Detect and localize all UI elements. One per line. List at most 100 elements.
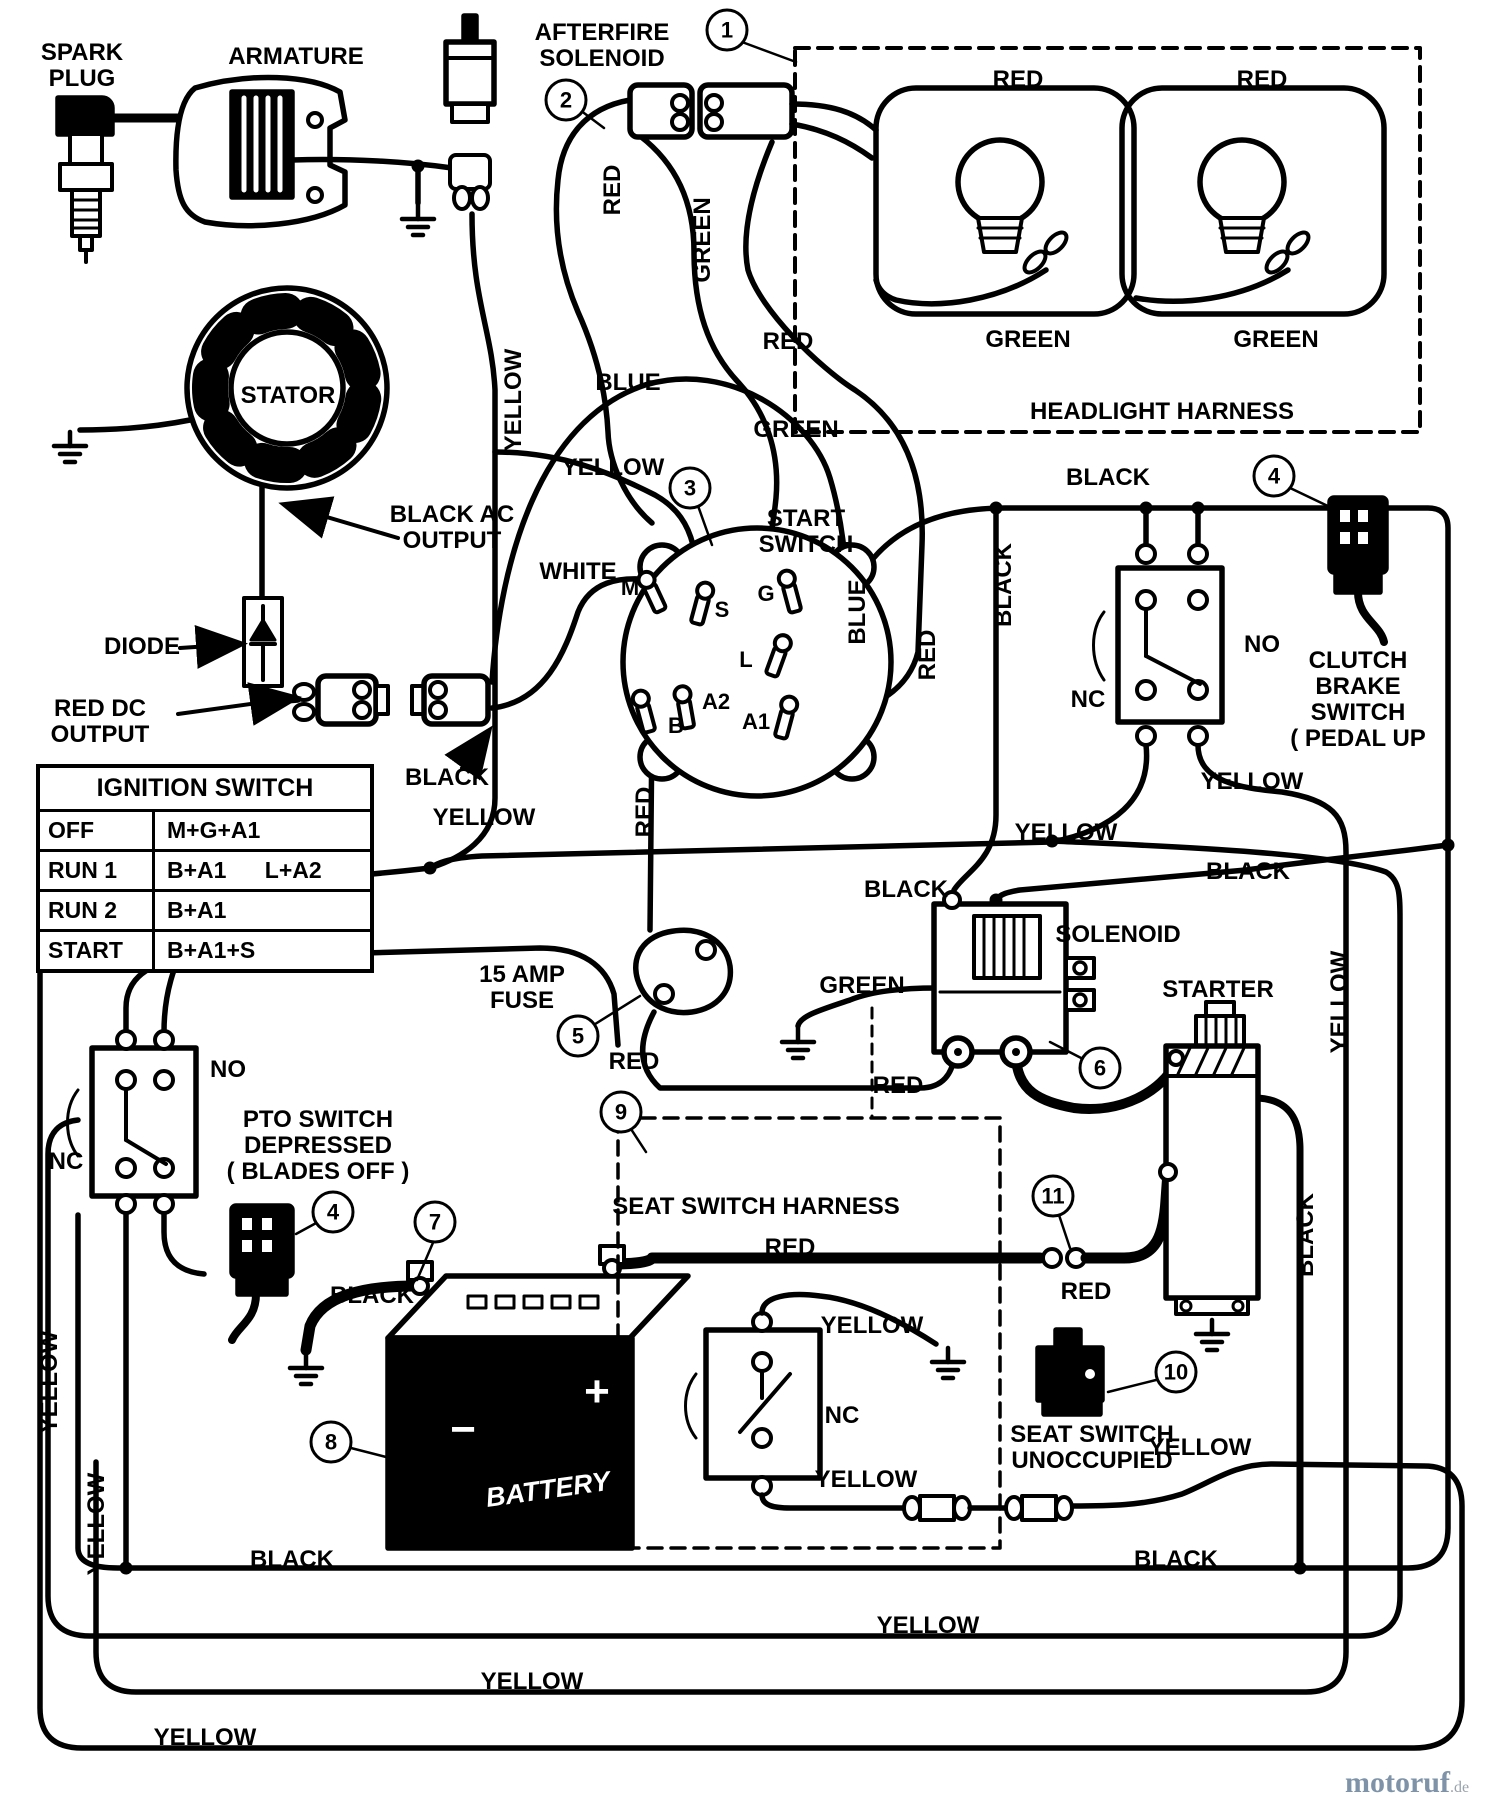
table-circuit-cell: B+A1 L+A2: [167, 857, 322, 883]
wire-label-red: RED: [631, 786, 659, 838]
wire-label-red: RED: [1060, 1278, 1112, 1306]
headlight-connector: [627, 82, 879, 161]
pto-black-wire: [123, 945, 621, 1048]
callout-4-bottom: 4: [311, 1190, 355, 1234]
clutch-brake-switch-label: CLUTCH BRAKE SWITCH ( PEDAL UP: [1290, 647, 1426, 752]
red-dc-arrow: [176, 682, 302, 726]
kill-wire: [289, 156, 455, 171]
terminal-A1: [773, 694, 800, 741]
seat-yellow-bottom: [759, 1492, 907, 1511]
pto-bottom-wire-b: [161, 1209, 207, 1277]
wire-label-red: RED: [1236, 66, 1288, 94]
wire-label-yellow: YELLOW: [432, 804, 536, 832]
wire-label-red: RED: [764, 1234, 816, 1262]
red-dc-output-label: RED DC OUTPUT: [50, 695, 150, 748]
callout-5: 5: [556, 1014, 600, 1058]
wire-label-blue: BLUE: [844, 579, 872, 645]
start-switch: [620, 525, 894, 799]
black-ac-arrow: [278, 496, 400, 540]
terminal-G: [776, 568, 803, 615]
clutch-brake-connector: [1327, 495, 1389, 646]
callout-11: 11: [1031, 1174, 1075, 1218]
battery-positive-cable: [606, 1252, 1046, 1270]
wire-label-yellow: YELLOW: [153, 1724, 257, 1752]
table-mode-cell: OFF: [40, 812, 155, 849]
table-row: RUN 2 B+A1: [40, 892, 370, 932]
seat-switch-harness-box: [616, 1116, 1002, 1550]
solenoid-label: SOLENOID: [1055, 921, 1181, 949]
table-mode-cell: RUN 2: [40, 892, 155, 929]
wire-label-red: RED: [992, 66, 1044, 94]
fuse: [633, 927, 734, 1016]
wire-label-black: BLACK: [990, 543, 1018, 627]
clutch-no-label: NO: [1244, 631, 1280, 659]
ground-symbol: [932, 1348, 964, 1378]
seat-switch: [1035, 1327, 1105, 1417]
terminal-label-m: M: [620, 575, 640, 601]
callout-1: 1: [705, 8, 749, 52]
ground-symbol: [54, 432, 86, 462]
stator: [184, 285, 390, 491]
solenoid: [931, 890, 1096, 1069]
wire-label-white: WHITE: [539, 558, 617, 586]
wire-label-yellow: YELLOW: [820, 1312, 924, 1340]
terminal-L: [764, 633, 793, 679]
fuse-label: 15 AMP FUSE: [479, 961, 565, 1014]
battery: [385, 1244, 691, 1551]
terminal-S: [689, 580, 716, 627]
pto-connector: [228, 1203, 295, 1344]
seat-wire-connectors: [902, 1494, 1074, 1522]
clutch-brake-switch: [1092, 543, 1225, 747]
table-circuit-cell: M+G+A1: [167, 817, 261, 843]
ground-symbol: [290, 1354, 322, 1384]
table-mode-cell: RUN 1: [40, 852, 155, 889]
afterfire-solenoid-label: AFTERFIRE SOLENOID: [534, 19, 670, 72]
callout-9: 9: [599, 1090, 643, 1134]
red-wire-a1: [743, 139, 925, 725]
wire-label-red: RED: [762, 328, 814, 356]
callout-10: 10: [1154, 1350, 1198, 1394]
wire-label-green: GREEN: [985, 326, 1071, 354]
yellow-wire-afterfire: [427, 211, 498, 871]
pto-switch: [66, 1029, 199, 1215]
battery-plus: +: [584, 1367, 610, 1417]
black-branch-wire: [993, 842, 1451, 903]
bulb-right: [1197, 137, 1287, 227]
armature: [173, 74, 348, 229]
terminal-label-a2: A2: [701, 689, 731, 715]
headlight-loop-left: [873, 85, 1137, 317]
wire-label-black: BLACK: [1206, 858, 1290, 886]
wire-label-yellow: YELLOW: [876, 1612, 980, 1640]
headlight-loop-right: [1119, 85, 1387, 317]
table-row: START B+A1+S: [40, 932, 370, 969]
wire-label-yellow: YELLOW: [83, 1472, 111, 1576]
starter-cable: [1080, 1166, 1174, 1264]
terminal-label-g: G: [757, 581, 775, 607]
yellow-loop-3: [45, 838, 1403, 1639]
wire-label-green: GREEN: [1233, 326, 1319, 354]
bulb-left: [955, 137, 1045, 227]
wire-label-black: BLACK: [250, 1546, 334, 1574]
spark-plug-label: SPARK PLUG: [40, 39, 124, 92]
wire-label-yellow: YELLOW: [1014, 819, 1118, 847]
watermark: motoruf.de: [1345, 1766, 1469, 1800]
battery-minus: −: [450, 1405, 476, 1455]
green-wire-solenoid: [795, 985, 939, 1029]
headlight-harness: [793, 46, 1422, 434]
terminal-label-a1: A1: [741, 709, 771, 735]
callout-4-top: 4: [1252, 454, 1296, 498]
seat-switch-label: SEAT SWITCH UNOCCUPIED: [1010, 1421, 1174, 1474]
black-loop-wire: [75, 505, 1451, 1571]
callout-3: 3: [668, 466, 712, 510]
wire-label-green: GREEN: [689, 197, 717, 283]
wire-label-yellow: YELLOW: [500, 348, 528, 452]
diode-arrow: [178, 624, 248, 669]
dc-output-connectors: [292, 673, 491, 727]
blue-wire: [489, 376, 853, 685]
table-circuit-cell: B+A1: [167, 897, 227, 923]
wire-label-green: GREEN: [753, 416, 839, 444]
callout-8: 8: [309, 1420, 353, 1464]
armature-label: ARMATURE: [228, 43, 364, 71]
ground-symbol: [402, 205, 434, 235]
spark-plug: [55, 95, 115, 264]
